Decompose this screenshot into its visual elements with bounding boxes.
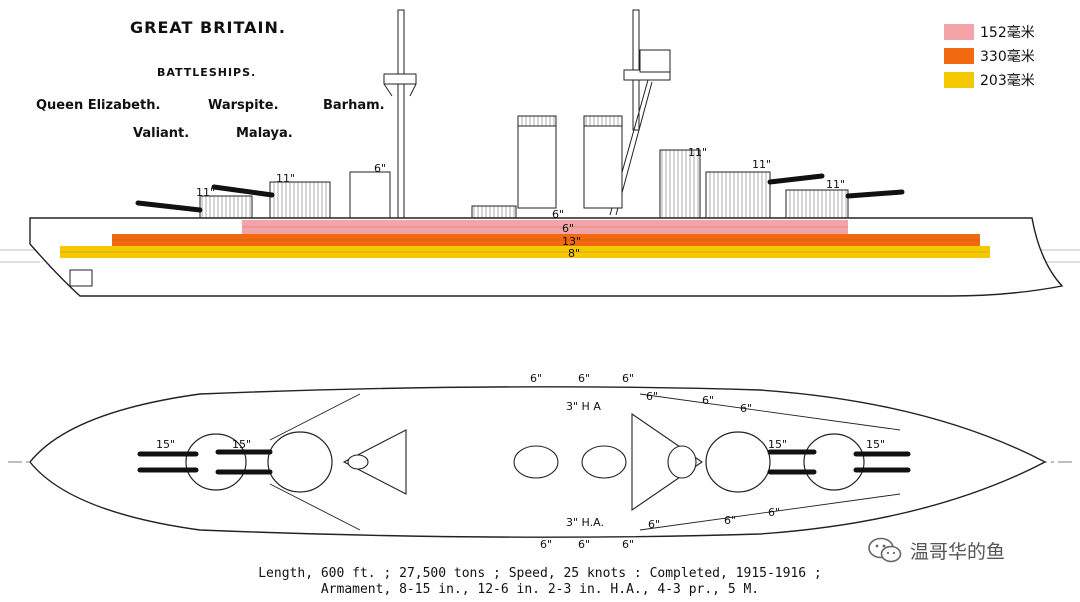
aft-turret-a (705, 171, 771, 219)
label-six-b3: 6" (622, 538, 634, 551)
ship-name-1: Queen Elizabeth. (36, 98, 161, 113)
ship-name-4: Valiant. (133, 126, 190, 141)
label-six-b4: 6" (648, 518, 660, 531)
legend-item: 152毫米 (944, 20, 1035, 44)
legend-swatch (944, 72, 974, 88)
label-six-t4: 6" (646, 390, 658, 403)
label-belt-main: 13" (562, 235, 581, 248)
label-aft-turret-2: 11" (826, 178, 845, 191)
legend-item: 203毫米 (944, 68, 1035, 92)
main-guns (135, 173, 905, 213)
label-midship-turret: 11" (688, 146, 707, 159)
aft-tower (667, 445, 697, 479)
armor-legend: 152毫米 330毫米 203毫米 (944, 20, 1035, 92)
fwd-turret-b (269, 181, 331, 225)
funnel-plan-fore (513, 445, 559, 479)
label-belt-upper: 6" (562, 222, 574, 235)
aft-superstructure (659, 149, 701, 221)
turret-y (803, 433, 865, 491)
funnel-aft (583, 115, 623, 209)
watermark-text: 温哥华的鱼 (910, 540, 1006, 563)
turret-b (267, 431, 333, 493)
label-ha-top: 3" H A (566, 400, 601, 413)
caption-line-1: Length, 600 ft. ; 27,500 tons ; Speed, 2… (258, 566, 822, 581)
label-superstructure: 6" (374, 162, 386, 175)
label-aft-15-a: 15" (768, 438, 787, 451)
watermark: 温哥华的鱼 (868, 536, 1005, 564)
label-belt-lower: 8" (568, 247, 580, 260)
legend-label: 330毫米 (980, 49, 1035, 65)
label-ha-bottom: 3" H.A. (566, 516, 604, 529)
label-aft-15-b: 15" (866, 438, 885, 451)
plan-view: 15" 15" 15" 15" 6" 6" 6" 6" 6" 6" 6" 6" … (8, 372, 1072, 551)
conning-tower (347, 454, 369, 470)
label-six-b2: 6" (578, 538, 590, 551)
page-subtitle: BATTLESHIPS. (157, 66, 257, 79)
funnel-fore (517, 115, 557, 209)
label-fwd-15-b: 15" (232, 438, 251, 451)
wechat-icon (868, 537, 902, 563)
label-aft-turret-1: 11" (752, 158, 771, 171)
label-six-t5: 6" (702, 394, 714, 407)
label-turret-b: 11" (276, 172, 295, 185)
label-turret-a: 11" (196, 186, 215, 199)
aft-superstructure-plan (631, 412, 703, 512)
fwd-bridge (342, 429, 407, 495)
label-six-b6: 6" (768, 506, 780, 519)
legend-swatch (944, 48, 974, 64)
ship-name-2: Warspite. (208, 98, 279, 113)
turret-x (705, 431, 771, 493)
label-six-t2: 6" (578, 372, 590, 385)
ship-name-3: Barham. (323, 98, 385, 113)
label-six-b5: 6" (724, 514, 736, 527)
side-elevation: 11" 11" 6" 11" 11" 11" 6" 6" 13" 8" (0, 9, 1080, 297)
bridge-house (349, 171, 391, 219)
label-six-b1: 6" (540, 538, 552, 551)
legend-swatch (944, 24, 974, 40)
label-six-t3: 6" (622, 372, 634, 385)
armor-belt-lower (60, 246, 990, 258)
label-battery: 6" (552, 208, 564, 221)
page-title: GREAT BRITAIN. (130, 18, 286, 37)
armor-belt-main (112, 234, 980, 246)
ship-name-5: Malaya. (236, 126, 293, 141)
turret-a (185, 433, 247, 491)
label-six-t6: 6" (740, 402, 752, 415)
armor-belt-upper (242, 220, 848, 234)
legend-item: 330毫米 (944, 44, 1035, 68)
caption-line-2: Armament, 8-15 in., 12-6 in. 2-3 in. H.A… (320, 582, 760, 597)
label-fwd-15-a: 15" (156, 438, 175, 451)
legend-label: 152毫米 (980, 25, 1035, 41)
stern-rudder (69, 269, 93, 287)
label-six-t1: 6" (530, 372, 542, 385)
plan-main-guns (137, 449, 911, 475)
funnel-plan-aft (581, 445, 627, 479)
legend-label: 203毫米 (980, 73, 1035, 89)
